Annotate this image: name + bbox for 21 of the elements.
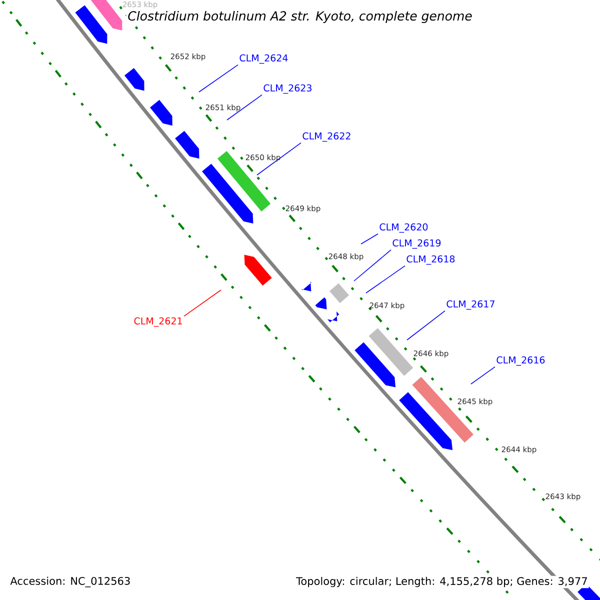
gene-label: CLM_2617 xyxy=(446,300,494,310)
gene-label: CLM_2624 xyxy=(240,54,288,64)
gene-label: CLM_2623 xyxy=(264,84,312,94)
gene-label: CLM_2620 xyxy=(380,223,428,233)
leader-line xyxy=(470,366,496,384)
leader-line xyxy=(366,265,406,294)
leader-line xyxy=(360,233,378,244)
accession-text: Accession: NC_012563 xyxy=(10,576,130,588)
gene-label: CLM_2622 xyxy=(302,132,350,142)
leader-line xyxy=(406,310,446,340)
leader-line xyxy=(226,94,262,120)
gene-label: CLM_2621 xyxy=(134,317,182,327)
leader-line xyxy=(198,64,238,92)
title: Clostridium botulinum A2 str. Kyoto, complete genome xyxy=(126,9,474,25)
leader-line xyxy=(354,249,392,282)
leader-line xyxy=(184,290,222,317)
gene-label: CLM_2618 xyxy=(406,255,455,265)
gene-label: CLM_2616 xyxy=(496,356,545,366)
gene-label: CLM_2619 xyxy=(392,239,441,249)
genome-info-text: Topology: circular; Length: 4,155,278 bp; Genes: 3,977 xyxy=(295,576,589,588)
leader-line xyxy=(256,142,302,176)
